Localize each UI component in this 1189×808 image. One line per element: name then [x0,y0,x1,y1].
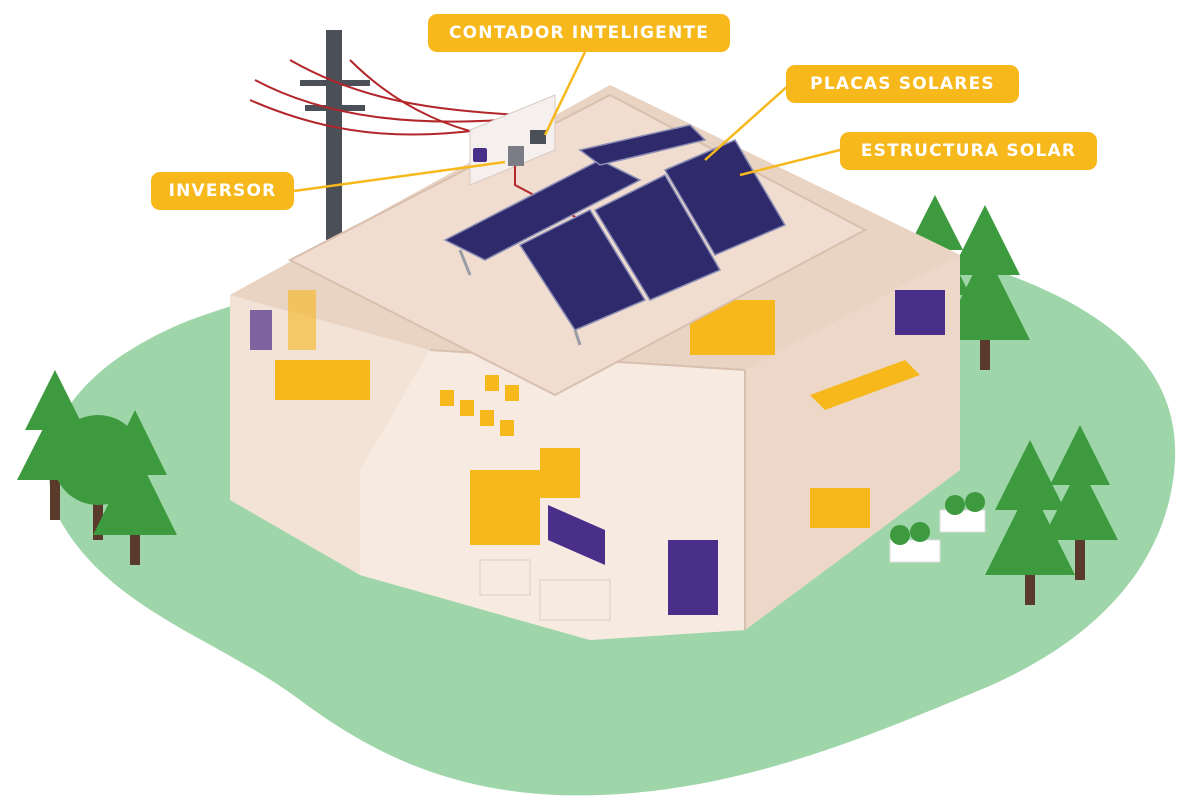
tree-icon [93,410,177,565]
tree-icon [940,205,1030,370]
leader-lines [293,51,841,193]
utility-pole-icon [249,30,521,240]
callout-placas-solares: PLACAS SOLARES [786,65,1019,103]
callout-inversor: INVERSOR [151,172,294,210]
solar-panel-icon [443,124,787,346]
callout-contador-inteligente: CONTADOR INTELIGENTE [428,14,730,52]
tree-icon [985,440,1075,605]
callout-estructura-solar: ESTRUCTURA SOLAR [840,132,1097,170]
tree-icon [1042,425,1118,580]
